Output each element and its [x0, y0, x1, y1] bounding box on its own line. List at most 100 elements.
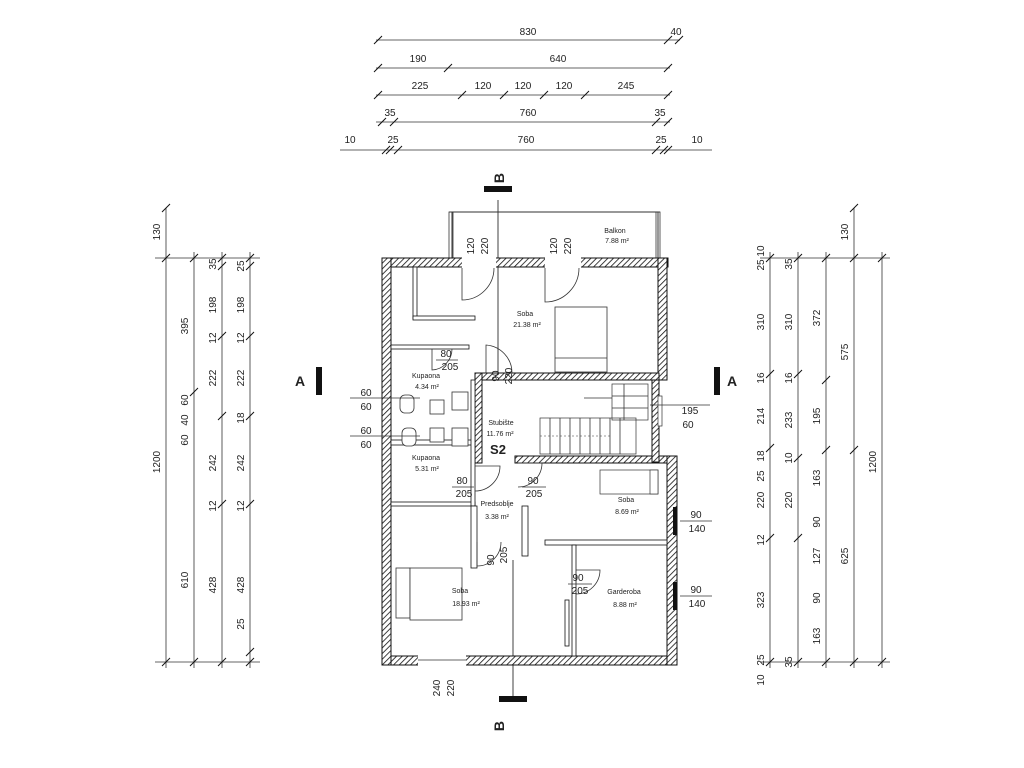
windows: [350, 395, 710, 610]
dim-right-10b: 10: [756, 674, 767, 686]
bed-small: [599, 469, 659, 495]
dim-right-90b: 90: [812, 592, 823, 604]
dim-left-18: 18: [236, 412, 247, 424]
room-predsoblje-name: Predsoblje: [480, 501, 513, 508]
dim-top-640: 640: [550, 54, 567, 65]
dim-top-245: 245: [618, 81, 635, 92]
bottom-door-h: 220: [446, 679, 457, 696]
bath1-door: [431, 348, 453, 371]
garderoba-window: [673, 582, 677, 610]
top-dimension-chains: 830 40 190 640 225 120 120 120 245 35 76…: [340, 27, 712, 155]
dim-right-625: 625: [840, 547, 851, 564]
dim-right-220b: 220: [784, 491, 795, 508]
bath1-win-h: 60: [360, 402, 372, 413]
section-a-left-mark: [316, 367, 322, 395]
hall-door: [476, 541, 502, 567]
dim-right-130: 130: [840, 223, 851, 240]
dim-left-222b: 222: [236, 369, 247, 386]
dim-top-830: 830: [520, 27, 537, 38]
bath2-door-w: 80: [456, 476, 468, 487]
balcony-door-1-w: 120: [466, 237, 477, 254]
dim-left-198b: 198: [236, 296, 247, 313]
section-a-right-mark: [714, 367, 720, 395]
outer-walls: [381, 257, 678, 666]
bath1-win-w: 60: [360, 388, 372, 399]
room-balkon-name: Balkon: [604, 228, 626, 235]
dim-left-428a: 428: [208, 576, 219, 593]
section-b-top-label: B: [491, 173, 507, 183]
dim-top-760a: 760: [520, 108, 537, 119]
dim-top-25b: 25: [655, 135, 667, 146]
soba2-door-w: 90: [527, 476, 539, 487]
dim-top-120c: 120: [556, 81, 573, 92]
dim-left-12c: 12: [236, 332, 247, 344]
hall-door-w: 90: [486, 554, 497, 566]
room-kupaona1-name: Kupaona: [412, 373, 440, 380]
dim-right-18a: 18: [756, 450, 767, 462]
dim-right-35a: 35: [784, 258, 795, 270]
dim-left-40: 40: [180, 414, 191, 426]
dim-left-60a: 60: [180, 394, 191, 406]
right-dimension-chains: 25 10 310 16 214 18 25 220 12 323 25 10 …: [756, 203, 890, 686]
bath1-door-h: 205: [442, 362, 459, 373]
garderoba-door: [575, 569, 601, 595]
room-garderoba-area: 8.88 m²: [613, 602, 637, 609]
room-soba2-area: 8.69 m²: [615, 509, 639, 516]
dim-right-25-10-top: 25 10: [756, 245, 767, 270]
dim-right-127: 127: [812, 547, 823, 564]
dim-left-130: 130: [152, 223, 163, 240]
garderoba-door-w: 90: [572, 573, 584, 584]
room-balkon-area: 7.88 m²: [605, 238, 629, 245]
dim-right-90a: 90: [812, 516, 823, 528]
shower-1: [451, 391, 469, 411]
dim-right-310b: 310: [784, 313, 795, 330]
dim-right-10a: 10: [756, 245, 767, 257]
dim-right-310a: 310: [756, 313, 767, 330]
soba-door: [485, 344, 513, 374]
soba2-win-w: 90: [690, 510, 702, 521]
bed-bottom-head: [395, 567, 411, 619]
dim-top-10a: 10: [344, 135, 356, 146]
dim-right-10c: 10: [784, 452, 795, 464]
soba-door-h: 220: [504, 367, 515, 384]
room-stubiste-name: Stubište: [488, 420, 513, 427]
dim-left-25a: 25: [236, 260, 247, 272]
dim-right-35b: 35: [784, 656, 795, 668]
dim-right-16b: 16: [784, 372, 795, 384]
balcony-door-2-h: 220: [563, 237, 574, 254]
hall-door-h: 205: [499, 546, 510, 563]
dim-right-220a: 220: [756, 491, 767, 508]
dim-left-395: 395: [180, 317, 191, 334]
dim-right-163a: 163: [812, 627, 823, 644]
room-soba1-name: Soba: [517, 311, 533, 318]
toilet-2: [401, 427, 417, 447]
room-soba3-name: Soba: [452, 588, 468, 595]
sink-2: [429, 427, 445, 443]
bed-top: [554, 306, 608, 373]
opening-labels: 120 220 120 220 80 205 90 220 60 60 60 6…: [360, 237, 712, 696]
dim-left-242b: 242: [236, 454, 247, 471]
dim-right-25b: 25: [756, 470, 767, 482]
dim-left-35: 35: [208, 258, 219, 270]
section-b-bottom-label: B: [491, 721, 507, 731]
section-a-left-label: A: [295, 373, 305, 389]
dim-top-25a: 25: [387, 135, 399, 146]
dim-right-372: 372: [812, 309, 823, 326]
balcony-door-1: [461, 267, 495, 301]
balcony-door-2: [544, 267, 580, 303]
dim-left-198a: 198: [208, 296, 219, 313]
interior-walls: [390, 266, 668, 657]
room-kupaona1-area: 4.34 m²: [415, 384, 439, 391]
bath1-door-w: 80: [440, 349, 452, 360]
bed-bottom: [409, 567, 463, 621]
dim-left-1200: 1200: [152, 450, 163, 473]
dim-right-163b: 163: [812, 469, 823, 486]
bottom-door-w: 240: [432, 679, 443, 696]
furniture: [395, 306, 659, 621]
dim-top-40: 40: [670, 27, 682, 38]
staircase: [539, 383, 649, 455]
dim-right-16a: 16: [756, 372, 767, 384]
dim-right-233: 233: [784, 411, 795, 428]
dim-top-760b: 760: [518, 135, 535, 146]
